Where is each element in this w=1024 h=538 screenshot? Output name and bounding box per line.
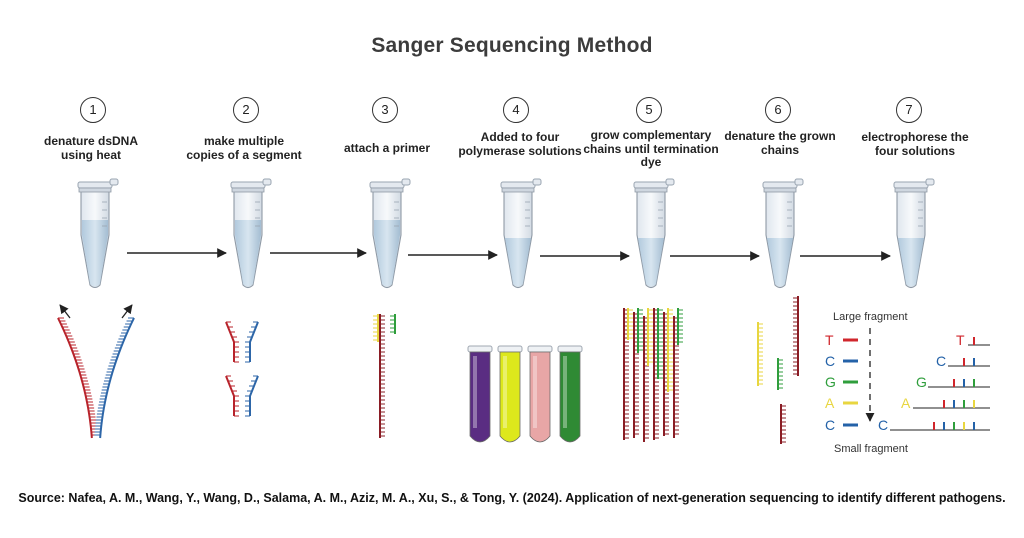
base-letter-right-4: A <box>901 395 911 411</box>
step-number-1: 1 <box>80 97 106 123</box>
tube-4 <box>500 178 542 289</box>
base-letter-left-3: G <box>825 374 836 390</box>
step-label-4: Added to four polymerase solutions <box>458 130 582 158</box>
base-letter-left-4: A <box>825 395 835 411</box>
large-fragment-label: Large fragment <box>833 311 908 323</box>
grown-chain-green <box>777 358 783 390</box>
small-fragment-label: Small fragment <box>834 443 908 455</box>
chain-extension-5 <box>667 308 673 392</box>
grown-chain-red-long <box>793 296 799 376</box>
step-number-4: 4 <box>503 97 529 123</box>
denatured-dna-strands <box>57 304 135 439</box>
source-citation: Source: Nafea, A. M., Wang, Y., Wang, D.… <box>18 491 1006 505</box>
denatured-grown-chains <box>757 296 799 444</box>
step-label-7: electrophorese the four solutions <box>861 130 969 158</box>
chain-extension-6 <box>677 308 683 345</box>
chain-extension-4 <box>657 308 663 379</box>
grown-chain-yellow <box>757 322 763 386</box>
chain-extension-3 <box>647 308 653 366</box>
grown-chain-red-short <box>780 404 786 444</box>
separation-arrow-right <box>121 304 133 319</box>
chain-template-1 <box>623 308 629 440</box>
dna-segment-copies <box>225 321 259 417</box>
primer-yellow <box>373 314 379 342</box>
blue-strand <box>94 317 135 439</box>
tube-1 <box>77 178 119 289</box>
step-label-6: denature the grown chains <box>724 129 836 157</box>
red-strand <box>57 317 98 439</box>
pink-tube <box>527 345 553 443</box>
green-tube <box>557 345 583 443</box>
step-number-3: 3 <box>372 97 398 123</box>
segment-copy-2 <box>225 375 259 417</box>
tube-7 <box>893 178 935 289</box>
microcentrifuge-tubes <box>77 178 935 289</box>
base-letter-right-2: C <box>936 353 946 369</box>
base-letter-left-2: C <box>825 353 835 369</box>
base-letter-right-5: C <box>878 417 888 433</box>
step-number-7: 7 <box>896 97 922 123</box>
step-label-1: denature dsDNA using heat <box>43 134 138 162</box>
separation-arrow-left <box>59 304 71 319</box>
step-label-5: grow complementary chains until terminat… <box>583 128 719 169</box>
yellow-tube <box>497 345 523 443</box>
base-letter-right-1: T <box>956 332 965 348</box>
base-letter-left-1: T <box>825 332 834 348</box>
tube-3 <box>369 178 411 289</box>
chain-template-2 <box>633 312 639 438</box>
complementary-chains <box>623 308 683 442</box>
chain-extension-1 <box>627 308 633 340</box>
purple-tube <box>467 345 493 443</box>
step-label-3: attach a primer <box>343 141 431 155</box>
tube-5 <box>633 178 675 289</box>
chain-extension-2 <box>637 308 643 353</box>
template-strand <box>379 314 385 438</box>
segment-copy-1 <box>225 321 259 363</box>
tube-2 <box>230 178 272 289</box>
polymerase-solution-tubes <box>467 345 583 443</box>
step-number-5: 5 <box>636 97 662 123</box>
step-label-2: make multiple copies of a segment <box>186 134 302 162</box>
primer-attached-strand <box>373 314 396 438</box>
base-letter-left-5: C <box>825 417 835 433</box>
process-arrows <box>127 248 891 261</box>
primer-green <box>390 314 396 334</box>
step-number-2: 2 <box>233 97 259 123</box>
base-letter-right-3: G <box>916 374 927 390</box>
tube-6 <box>762 178 804 289</box>
diagram-title: Sanger Sequencing Method <box>371 34 653 57</box>
step-number-6: 6 <box>765 97 791 123</box>
